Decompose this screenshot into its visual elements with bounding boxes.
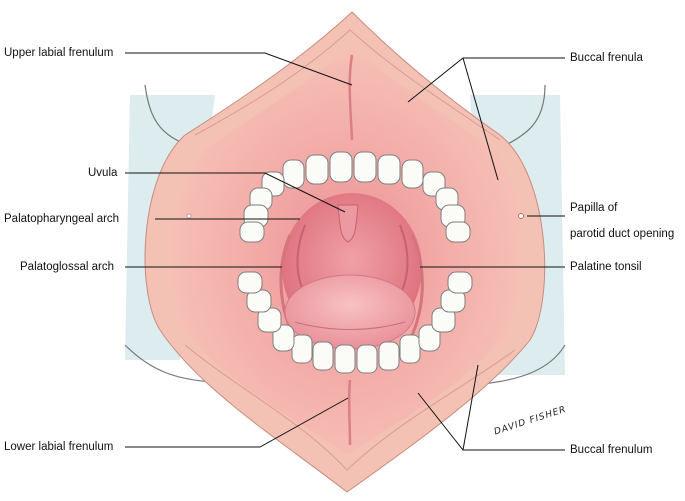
label-papilla-line2: parotid duct opening [570,228,675,240]
leader-lines [125,52,565,451]
leader-uvula [125,172,346,213]
label-palatopharyngeal-arch: Palatopharyngeal arch [4,213,120,225]
lower-teeth [237,271,473,374]
lower-lip-fold [184,344,516,471]
palatopharyngeal-arch-right [399,224,409,296]
upper-teeth [239,151,471,243]
right-retractor-wire-lower [481,344,566,385]
leader-buccal-frenulum [417,364,565,451]
parotid-papilla-dot [518,213,524,219]
leader-lower-labial-frenulum [125,397,349,448]
upper-labial-frenulum-shape [348,54,354,141]
label-buccal-frenula: Buccal frenula [570,52,643,64]
label-papilla-line1: Papilla of [570,202,618,214]
palatoglossal-arch-right [408,234,424,341]
left-retractor-wire-lower [124,344,216,383]
label-buccal-frenulum: Buccal frenulum [570,444,653,456]
label-upper-labial-frenulum: Upper labial frenulum [4,47,114,59]
label-palatoglossal-arch: Palatoglossal arch [20,261,114,273]
label-lower-labial-frenulum: Lower labial frenulum [4,441,114,453]
leader-upper-labial-frenulum [125,52,353,86]
label-palatine-tonsil: Palatine tonsil [570,261,642,273]
parotid-papilla-dot-left [186,213,192,219]
leader-buccal-frenula [407,57,565,181]
label-uvula: Uvula [88,167,118,179]
upper-lip-fold [194,29,501,141]
uvula-shape [337,204,359,243]
lower-labial-frenulum-shape [347,379,352,446]
